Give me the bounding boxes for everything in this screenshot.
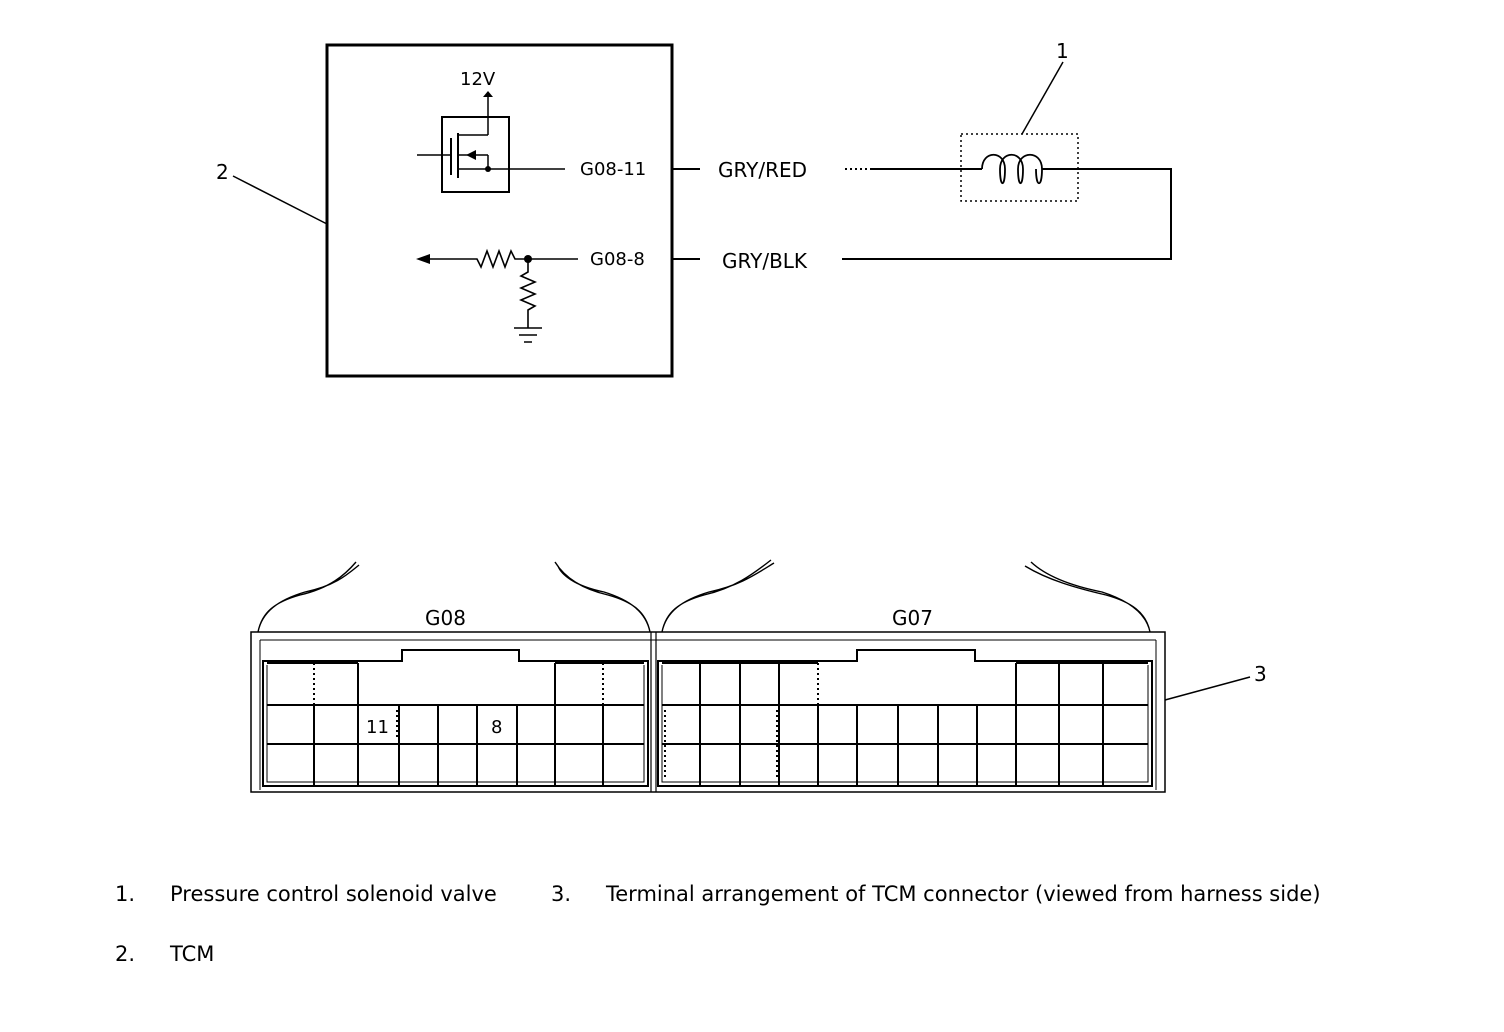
callout-tcm-leader	[232, 175, 328, 225]
solenoid-box	[960, 133, 1079, 202]
connector-g07-label: G07	[892, 606, 933, 630]
body-arrow	[466, 150, 476, 160]
callout-valve: 1	[1056, 39, 1069, 63]
pin-drive-label: G08-11	[580, 159, 646, 180]
sense-arrow	[416, 254, 430, 264]
wire-drive-label: GRY/RED	[718, 158, 807, 182]
connector	[250, 559, 1251, 793]
pin-return-label: G08-8	[590, 249, 645, 270]
callout-tcm: 2	[216, 160, 229, 184]
pin-11-label: 11	[366, 717, 389, 738]
g08-frame	[262, 649, 649, 787]
callout-connector: 3	[1254, 662, 1267, 686]
pin-8-label: 8	[491, 717, 502, 738]
pulldown-resistor	[518, 259, 538, 328]
brace-g08	[257, 561, 651, 633]
connector-g08-label: G08	[425, 606, 466, 630]
legend-num-2: 2.	[115, 942, 136, 966]
g07-frame	[657, 649, 1153, 787]
legend-text-1: Pressure control solenoid valve	[170, 882, 497, 906]
series-resistor	[430, 248, 528, 270]
legend-num-1: 1.	[115, 882, 136, 906]
legend-text-2: TCM	[170, 942, 215, 966]
supply-arrow	[483, 91, 493, 97]
brace-g07	[661, 559, 1151, 633]
tcm-box	[325, 43, 674, 378]
supply-label: 12V	[460, 69, 496, 90]
connector-shell	[250, 631, 1166, 793]
wire-return-label: GRY/BLK	[722, 249, 808, 273]
solenoid-coil	[981, 153, 1043, 185]
legend-num-3: 3.	[551, 882, 572, 906]
legend-text-3: Terminal arrangement of TCM connector (v…	[606, 882, 1321, 906]
callout-valve-leader	[1021, 61, 1064, 135]
callout-connector-leader	[1164, 676, 1251, 701]
